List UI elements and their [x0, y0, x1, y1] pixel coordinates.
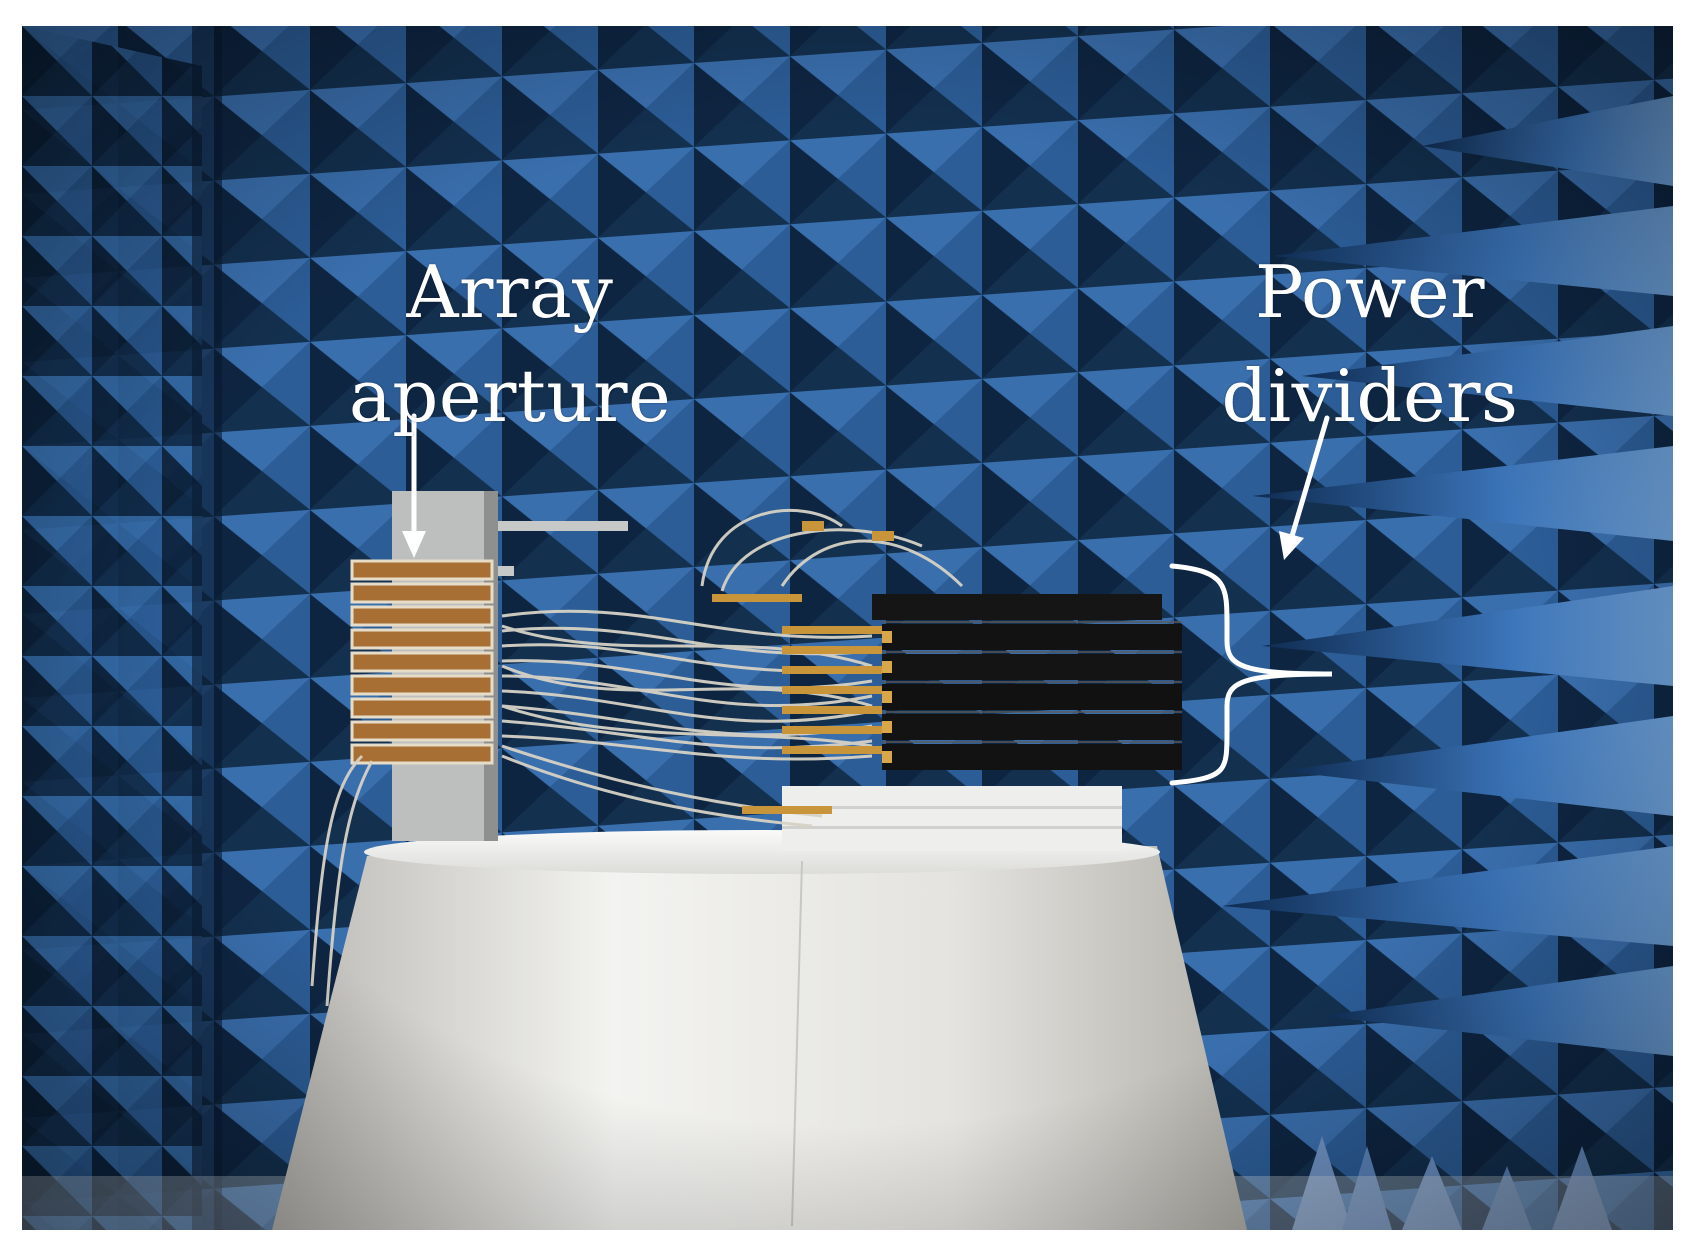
- anechoic-chamber-photo: [22, 26, 1673, 1230]
- array-aperture-label: Array aperture: [330, 240, 690, 448]
- power-dividers-label: Power dividers: [1190, 240, 1550, 448]
- array-aperture-label-line2: aperture: [348, 354, 672, 438]
- power-dividers-label-line2: dividers: [1221, 354, 1519, 438]
- array-aperture-label-line1: Array: [406, 250, 614, 334]
- power-dividers-label-line1: Power: [1254, 250, 1486, 334]
